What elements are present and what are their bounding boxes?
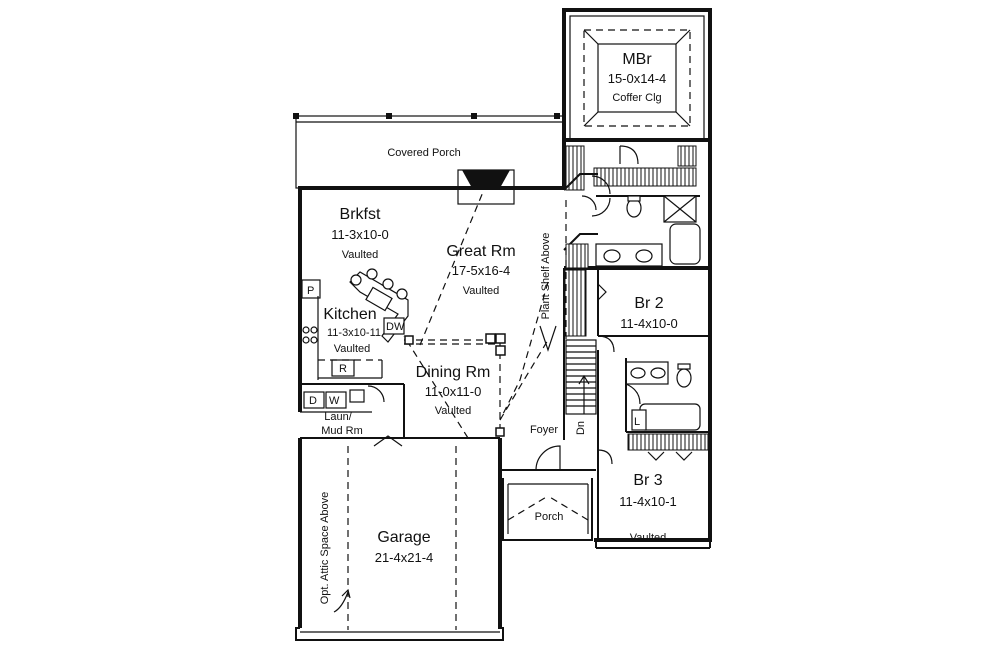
br2-name: Br 2 bbox=[634, 295, 663, 312]
mbr-note: Coffer Clg bbox=[612, 92, 661, 104]
kitchen-note: Vaulted bbox=[334, 343, 371, 355]
bedroom-2 bbox=[563, 268, 710, 470]
great-rm-size: 17-5x16-4 bbox=[452, 263, 511, 278]
br3-name: Br 3 bbox=[633, 472, 662, 489]
mbr-name: MBr bbox=[622, 51, 652, 68]
dishwasher-label: DW bbox=[386, 321, 405, 333]
kitchen-fixtures: DW P R bbox=[301, 268, 409, 380]
master-closets-bath bbox=[564, 145, 710, 270]
hall-bath: L bbox=[625, 358, 710, 433]
bedroom-3 bbox=[597, 433, 709, 540]
room-divisions bbox=[347, 191, 567, 630]
br3-note: Vaulted bbox=[630, 532, 667, 544]
hall-closets bbox=[563, 173, 598, 269]
dining-rm-name: Dining Rm bbox=[416, 364, 491, 381]
range-label: R bbox=[339, 363, 347, 375]
room-labels: MBr 15-0x14-4 Coffer Clg Covered Porch B… bbox=[319, 51, 678, 604]
foyer-label: Foyer bbox=[530, 424, 558, 436]
dryer-label: D bbox=[309, 395, 317, 407]
dining-rm-size: 11-0x11-0 bbox=[425, 384, 482, 399]
porch-label: Porch bbox=[535, 511, 564, 523]
brkfst-note: Vaulted bbox=[342, 249, 379, 261]
attic-arrow bbox=[333, 588, 351, 613]
great-rm-name: Great Rm bbox=[446, 243, 515, 260]
great-rm-note: Vaulted bbox=[463, 285, 500, 297]
dining-posts bbox=[404, 333, 506, 437]
plant-shelf-label: Plant Shelf Above bbox=[540, 233, 552, 320]
mbr-size: 15-0x14-4 bbox=[608, 71, 667, 86]
pantry-label: P bbox=[307, 285, 314, 297]
dining-rm-note: Vaulted bbox=[435, 405, 472, 417]
attic-label: Opt. Attic Space Above bbox=[319, 492, 331, 605]
laun-label-2: Mud Rm bbox=[321, 425, 363, 437]
master-bedroom bbox=[564, 15, 710, 142]
garage-name: Garage bbox=[377, 529, 430, 546]
br2-size: 11-4x10-0 bbox=[620, 316, 678, 331]
laundry-mud-room: D W bbox=[300, 383, 500, 447]
washer-label: W bbox=[329, 395, 340, 407]
kitchen-size: 11-3x10-11 bbox=[327, 327, 381, 339]
linen-label: L bbox=[634, 416, 640, 428]
brkfst-name: Brkfst bbox=[340, 206, 381, 223]
brkfst-size: 11-3x10-0 bbox=[331, 227, 389, 242]
covered-porch-label: Covered Porch bbox=[387, 147, 460, 159]
front-porch bbox=[507, 495, 589, 521]
garage-size: 21-4x21-4 bbox=[375, 550, 434, 565]
stair-dn-label: Dn bbox=[575, 421, 587, 435]
br3-size: 11-4x10-1 bbox=[619, 494, 677, 509]
foyer-entry bbox=[499, 281, 596, 471]
kitchen-name: Kitchen bbox=[323, 306, 376, 323]
laun-label-1: Laun/ bbox=[324, 411, 352, 423]
stairs: Dn bbox=[563, 268, 597, 440]
